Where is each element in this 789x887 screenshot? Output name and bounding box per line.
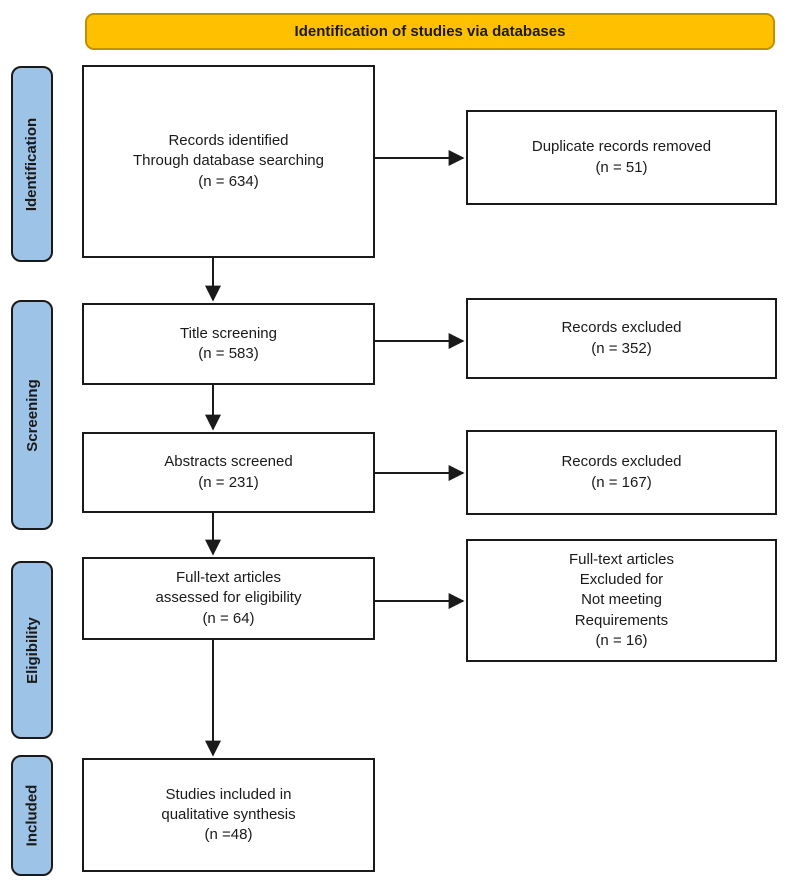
box-records-excluded-abstract: Records excluded (n = 167) xyxy=(466,430,777,515)
box-title-screening-text: Title screening (n = 583) xyxy=(180,324,277,362)
banner-label: Identification of studies via databases xyxy=(294,23,566,40)
stage-eligibility: Eligibility xyxy=(11,561,53,739)
stage-eligibility-label: Eligibility xyxy=(23,616,41,684)
box-duplicates-removed: Duplicate records removed (n = 51) xyxy=(466,110,777,205)
stage-identification-label: Identification xyxy=(23,117,41,211)
box-abstracts-screened-text: Abstracts screened (n = 231) xyxy=(164,453,293,491)
stage-identification: Identification xyxy=(11,66,53,262)
box-duplicates-removed-text: Duplicate records removed (n = 51) xyxy=(531,138,712,176)
box-records-excluded-title-text: Records excluded (n = 352) xyxy=(561,319,682,357)
box-records-excluded-title: Records excluded (n = 352) xyxy=(466,298,777,379)
box-abstracts-screened: Abstracts screened (n = 231) xyxy=(82,432,375,513)
box-records-identified-text: Records identified Through database sear… xyxy=(133,132,324,190)
box-title-screening: Title screening (n = 583) xyxy=(82,303,375,385)
box-records-excluded-abstract-text: Records excluded (n = 167) xyxy=(561,453,682,491)
box-studies-included-text: Studies included in qualitative synthesi… xyxy=(161,785,296,844)
stage-screening: Screening xyxy=(11,300,53,530)
stage-included: Included xyxy=(11,755,53,876)
box-records-identified: Records identified Through database sear… xyxy=(82,65,375,258)
box-fulltext-assessed: Full-text articles assessed for eligibil… xyxy=(82,557,375,640)
box-fulltext-excluded-text: Full-text articles Excluded for Not meet… xyxy=(568,550,675,649)
stage-screening-label: Screening xyxy=(23,378,41,452)
banner-identification-via-databases: Identification of studies via databases xyxy=(85,13,775,50)
box-fulltext-excluded: Full-text articles Excluded for Not meet… xyxy=(466,539,777,662)
box-studies-included: Studies included in qualitative synthesi… xyxy=(82,758,375,872)
box-fulltext-assessed-text: Full-text articles assessed for eligibil… xyxy=(155,569,302,627)
stage-included-label: Included xyxy=(23,784,41,847)
